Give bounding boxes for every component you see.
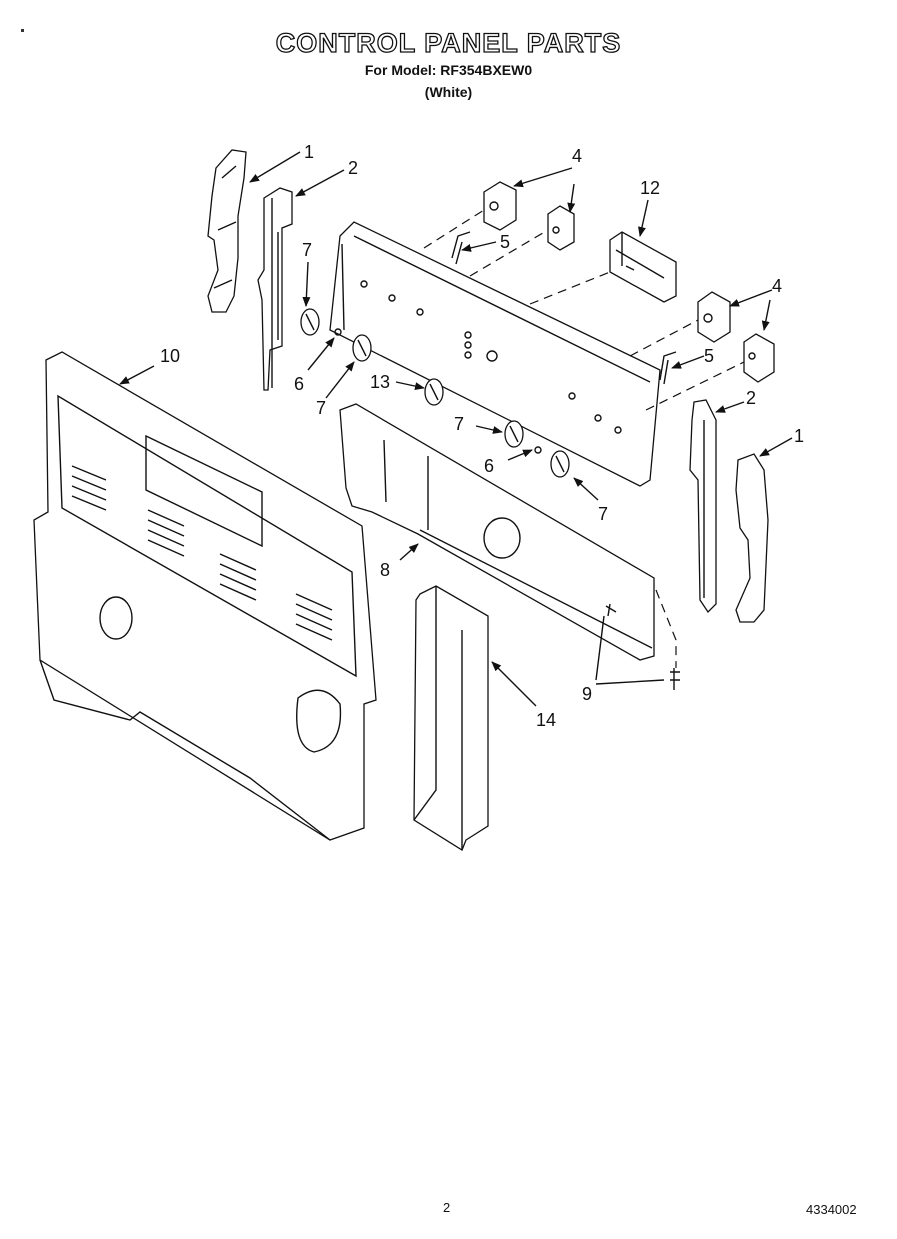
callout-10: 10	[160, 346, 180, 366]
callout-14: 14	[536, 710, 556, 730]
corner-mark	[21, 29, 24, 32]
callout-6-right: 6	[484, 456, 494, 476]
part-10-rear-panel	[33, 351, 377, 841]
callout-7-right-lower: 7	[598, 504, 608, 524]
knob-13-center	[424, 378, 444, 406]
callout-1-upper-left: 1	[304, 142, 314, 162]
part-8-lower-panel	[339, 403, 655, 661]
callout-13: 13	[370, 372, 390, 392]
part-2-left-bracket	[257, 187, 293, 391]
callout-7-upper-left: 7	[302, 240, 312, 260]
screw-9-panel	[605, 603, 617, 617]
knob-7-upper-left	[300, 308, 320, 336]
callout-6-left: 6	[294, 374, 304, 394]
part-5-wire-left	[451, 231, 471, 265]
callout-4-upper: 4	[572, 146, 582, 166]
knob-7-right-lower	[550, 450, 570, 478]
part-2-right-bracket	[689, 399, 717, 614]
screw-9-loose	[670, 668, 680, 690]
callout-8: 8	[380, 560, 390, 580]
callout-2-upper-left: 2	[348, 158, 358, 178]
spring-6-left	[334, 328, 342, 336]
assembly-dashed-lines	[423, 209, 745, 668]
spring-6-right	[534, 446, 542, 454]
part-12-clock	[609, 231, 677, 303]
callout-7-right-upper: 7	[454, 414, 464, 434]
callout-2-right: 2	[746, 388, 756, 408]
callout-12: 12	[640, 178, 660, 198]
document-number: 4334002	[806, 1202, 857, 1217]
callout-5-upper: 5	[500, 232, 510, 252]
control-panel-assembly	[329, 221, 661, 487]
part-4-switch-upper-left	[483, 181, 517, 231]
part-1-left-trim	[207, 149, 247, 313]
knob-7-right-upper	[504, 420, 524, 448]
color-line: (White)	[424, 84, 473, 100]
callout-leaders	[119, 151, 793, 707]
part-4-switch-lower-left	[697, 291, 731, 343]
callout-5-lower: 5	[704, 346, 714, 366]
callout-4-lower: 4	[772, 276, 782, 296]
part-4-switch-lower-right	[743, 333, 775, 383]
part-14-shield	[413, 585, 489, 851]
part-1-right-trim	[735, 453, 769, 623]
callout-7-left-lower: 7	[316, 398, 326, 418]
page-title: CONTROL PANEL PARTS	[275, 27, 622, 58]
knob-7-left-lower	[352, 334, 372, 362]
part-5-wire-right	[659, 351, 677, 385]
callout-9: 9	[582, 684, 592, 704]
model-line: For Model: RF354BXEW0	[364, 62, 533, 78]
page-number: 2	[443, 1200, 451, 1215]
part-4-switch-upper-right	[547, 205, 575, 251]
callout-1-right: 1	[794, 426, 804, 446]
